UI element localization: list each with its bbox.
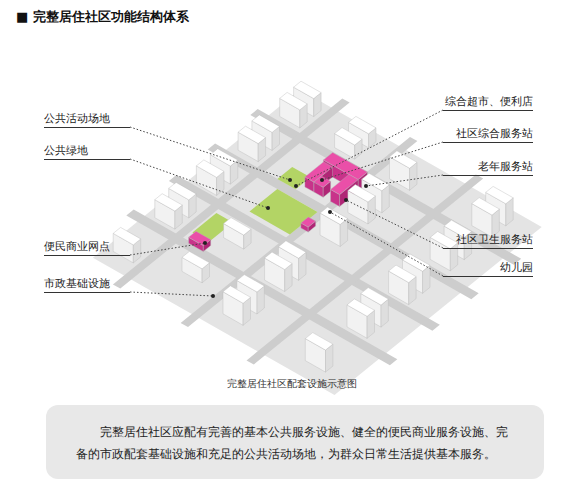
residential-building — [389, 265, 417, 283]
leader-line — [130, 243, 205, 255]
residential-building — [169, 182, 197, 200]
residential-building — [265, 252, 293, 269]
callout-label: 便民商业网点 — [44, 240, 130, 256]
callout-label: 幼儿园 — [443, 261, 533, 277]
leader-dot — [203, 241, 207, 245]
residential-building — [196, 160, 224, 178]
leader-dot — [294, 184, 298, 188]
residential-building — [294, 81, 322, 98]
residential-building — [320, 207, 348, 224]
callout-label: 社区卫生服务站 — [443, 233, 533, 249]
residential-building — [349, 116, 377, 133]
road — [181, 137, 418, 327]
residential-building — [210, 149, 238, 166]
residential-building — [390, 151, 418, 169]
residential-building — [362, 173, 390, 191]
leader-line — [130, 159, 268, 208]
leader-line — [366, 175, 443, 186]
leader-line — [130, 292, 213, 296]
residential-building — [430, 231, 458, 248]
leader-line — [346, 200, 443, 248]
callout-label: 市政基础设施 — [44, 277, 130, 293]
residential-building — [279, 241, 307, 258]
residential-building — [472, 198, 500, 216]
callout-label: 老年服务站 — [443, 160, 533, 176]
residential-building — [113, 227, 141, 245]
residential-building — [335, 128, 363, 146]
callout-label: 公共绿地 — [44, 144, 130, 160]
summary-text: 完整居住社区应配有完善的基本公共服务设施、健全的便民商业服务设施、完备的市政配套… — [76, 421, 514, 465]
residential-building — [252, 115, 280, 132]
summary-box: 完整居住社区应配有完善的基本公共服务设施、健全的便民商业服务设施、完备的市政配套… — [46, 405, 544, 479]
residential-building — [223, 286, 251, 304]
residential-building — [403, 254, 431, 271]
residential-building — [237, 275, 265, 292]
leader-dot — [364, 184, 368, 188]
leader-dot — [328, 210, 332, 214]
leader-line — [296, 110, 443, 186]
leader-dot — [266, 206, 270, 210]
leader-dot — [288, 178, 292, 182]
leader-dot — [320, 178, 324, 182]
callout-label: 公共活动场地 — [44, 112, 130, 128]
residential-building — [182, 251, 210, 268]
road — [247, 174, 484, 364]
leader-dot — [211, 294, 215, 298]
figure-caption: 完整居住社区配套设施示意图 — [0, 377, 584, 391]
residential-building — [361, 288, 389, 306]
callout-label: 社区综合服务站 — [443, 127, 533, 143]
leader-line — [322, 142, 443, 180]
diagram-title: ■ 完整居住社区功能结构体系 — [16, 8, 189, 26]
callout-label: 综合超市、便利店 — [443, 95, 533, 111]
residential-building — [224, 218, 252, 236]
residential-building — [305, 333, 333, 351]
road — [113, 98, 350, 288]
facility-building — [301, 217, 316, 227]
residential-building — [486, 186, 514, 203]
residential-building — [238, 126, 266, 143]
residential-building — [280, 92, 308, 110]
residential-building — [347, 299, 375, 316]
residential-building — [155, 194, 183, 211]
leader-line — [330, 212, 443, 276]
leader-line — [130, 127, 290, 180]
leader-dot — [344, 198, 348, 202]
ground — [93, 90, 542, 395]
green-space — [250, 189, 318, 234]
residential-building — [348, 185, 376, 202]
